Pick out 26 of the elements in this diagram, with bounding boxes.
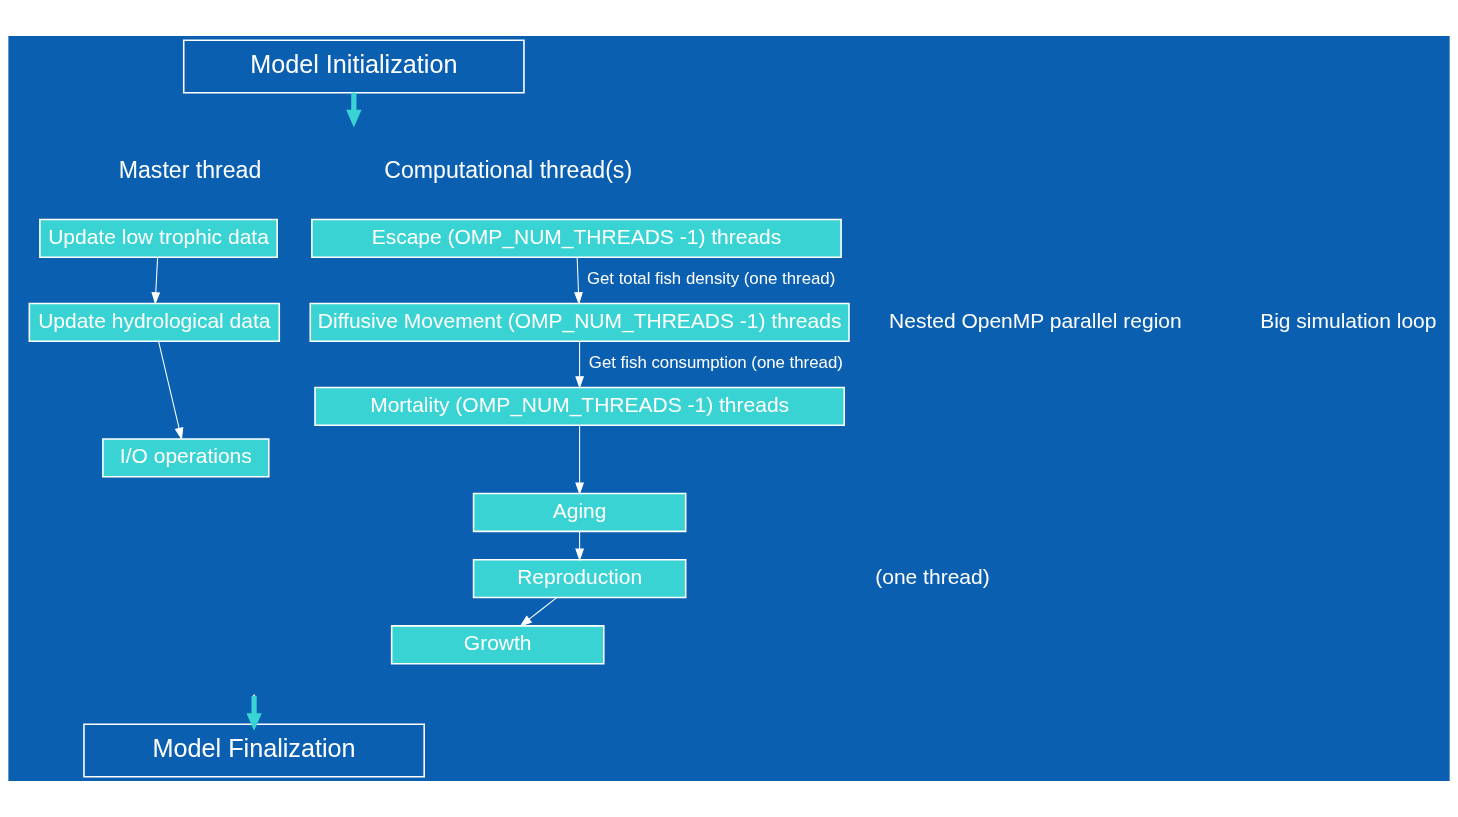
node-box: Update hydrological data bbox=[28, 302, 281, 343]
node-box: I/O operations bbox=[102, 438, 270, 478]
arrow bbox=[574, 257, 583, 305]
node-box: Mortality (OMP_NUM_THREADS -1) threads bbox=[314, 386, 846, 427]
label: Computational thread(s) bbox=[384, 157, 633, 184]
node-box: Model Finalization bbox=[83, 723, 425, 778]
node-box: Escape (OMP_NUM_THREADS -1) threads bbox=[311, 218, 842, 259]
edge-label: Get fish consumption (one thread) bbox=[588, 353, 843, 373]
arrow bbox=[575, 341, 585, 389]
label: Nested OpenMP parallel region bbox=[889, 308, 1182, 332]
node-box: Aging bbox=[472, 492, 687, 533]
node-box: Update low trophic data bbox=[39, 218, 278, 259]
label: (one thread) bbox=[875, 564, 990, 588]
arrow bbox=[575, 425, 585, 496]
label: Master thread bbox=[118, 157, 262, 184]
node-box: Model Initialization bbox=[182, 39, 525, 94]
arrow bbox=[346, 92, 362, 128]
arrow bbox=[246, 696, 262, 731]
arrow bbox=[519, 597, 557, 627]
label: Big simulation loop bbox=[1260, 308, 1437, 332]
node-box: Diffusive Movement (OMP_NUM_THREADS -1) threads bbox=[309, 302, 850, 343]
arrow bbox=[158, 340, 184, 441]
arrow bbox=[151, 257, 161, 305]
node-box: Reproduction bbox=[472, 558, 687, 599]
edge-label: Get total fish density (one thread) bbox=[586, 269, 836, 289]
node-box: Growth bbox=[390, 625, 605, 665]
